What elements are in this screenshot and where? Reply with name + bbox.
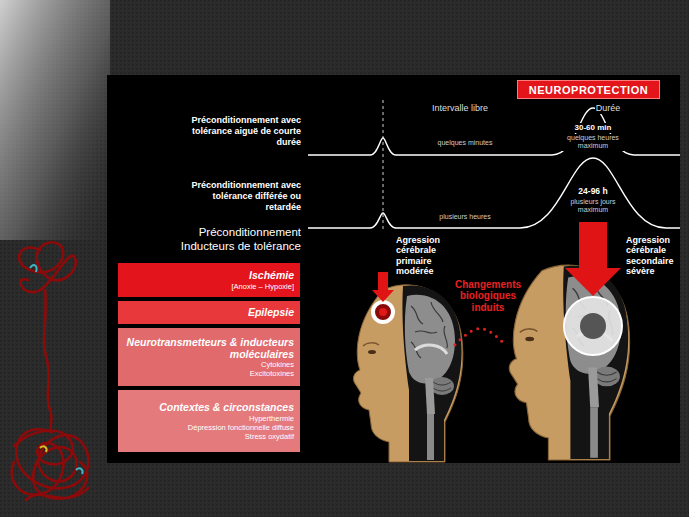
- inducer-band: Ischémie[Anoxie – Hypoxie]: [118, 263, 300, 297]
- protein-ribbon: [12, 242, 89, 500]
- ribbon-strand: [26, 462, 87, 500]
- inducer-band: Neurotransmetteurs & inducteurs molécula…: [118, 328, 300, 386]
- band-item: Stress oxydatif: [245, 432, 294, 441]
- title-banner: NEUROPROTECTION: [517, 80, 660, 99]
- insult-label: Agression cérébrale secondaire sévère: [626, 235, 680, 276]
- insult-label: Agression cérébrale primaire modérée: [396, 235, 454, 276]
- lesion-core: [379, 308, 387, 316]
- band-item: Cytokines: [261, 360, 294, 369]
- timing-label: quelques heures maximum: [562, 134, 624, 151]
- connector-label: Changements biologiques induits: [446, 279, 530, 314]
- inducer-band: Epilepsie: [118, 301, 300, 324]
- ribbon-strand: [19, 242, 76, 292]
- head-mri-illustration: [509, 265, 629, 460]
- brain-insult-node: Agression cérébrale primaire modérée: [345, 232, 455, 462]
- timing-label: 30-60 min: [574, 123, 613, 133]
- lesion-ring: [564, 297, 622, 355]
- ribbon-accent: [40, 446, 47, 452]
- row-label: Préconditionnement avec tolérance aiguë …: [188, 115, 302, 147]
- timing-label: 24-96 h: [577, 186, 608, 196]
- timing-label: quelques minutes: [437, 139, 494, 147]
- band-item: Hyperthermie: [249, 414, 294, 423]
- lesion-ring: [373, 302, 393, 322]
- ribbon-strand: [44, 290, 52, 432]
- tolerance-curve: [308, 108, 680, 155]
- row-label: Préconditionnement avec tolérance différ…: [188, 180, 302, 212]
- inducer-band: Contextes & circonstancesHyperthermieDép…: [118, 390, 300, 452]
- dark-panel: [107, 75, 680, 463]
- onset-dashed-line: [383, 100, 384, 232]
- timing-label: plusieurs jours maximum: [561, 198, 625, 215]
- ribbon-accent: [76, 468, 83, 474]
- row-label: Préconditionnement Inducteurs de toléran…: [150, 226, 302, 254]
- tolerance-curve: [308, 158, 680, 228]
- band-heading: Ischémie: [249, 269, 294, 281]
- ribbon-strand: [12, 431, 73, 495]
- band-item: Dépression fonctionnelle diffuse: [188, 423, 294, 432]
- band-heading: Contextes & circonstances: [159, 401, 294, 413]
- small-insult-arrow: [372, 272, 394, 302]
- band-heading: Neurotransmetteurs & inducteurs molécula…: [124, 336, 294, 360]
- band-heading: Epilepsie: [248, 306, 294, 318]
- band-item: [Anoxie – Hypoxie]: [231, 282, 294, 291]
- corner-gradient: [0, 0, 110, 240]
- band-item: Excitotoxines: [250, 369, 294, 378]
- timing-label: plusieurs heures: [438, 213, 491, 221]
- lesion-core: [580, 313, 606, 339]
- banner-title: NEUROPROTECTION: [529, 84, 648, 96]
- timing-label: Intervalle libre: [431, 103, 489, 114]
- brain-insult-node: Agression cérébrale secondaire sévère: [505, 222, 680, 462]
- ribbon-accent: [30, 265, 37, 272]
- dotted-connector: [455, 329, 505, 345]
- head-mri-illustration: [353, 285, 462, 462]
- big-insult-arrow: [565, 222, 621, 296]
- timing-label: Durée: [595, 103, 622, 114]
